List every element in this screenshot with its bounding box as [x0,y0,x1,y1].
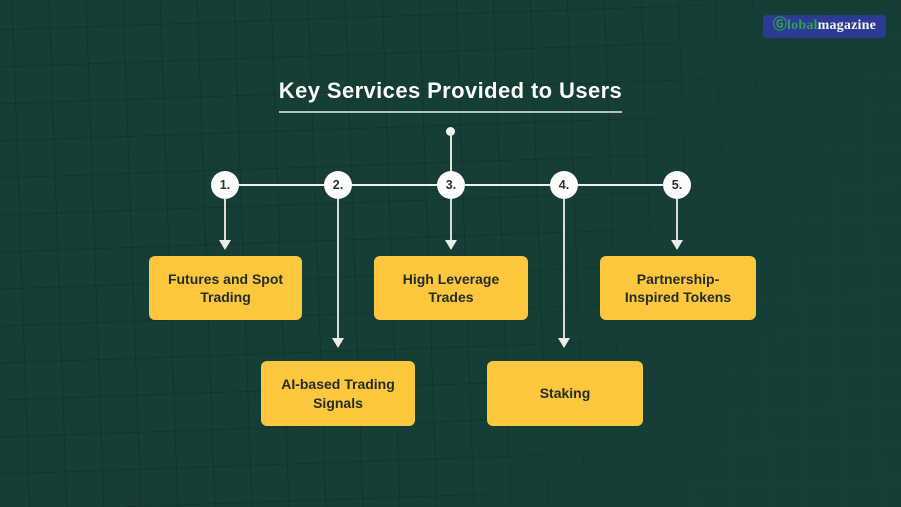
step-circle-4: 4. [550,171,578,199]
service-box-ai-trading-signals: AI-based Trading Signals [261,361,415,426]
logo-brand-white: magazine [817,18,876,33]
arrow-line-2 [337,199,339,338]
arrow-head-1 [219,240,231,250]
arrow-head-2 [332,338,344,348]
arrow-head-5 [671,240,683,250]
logo-brand-green: Ⓖlobal [772,18,818,33]
step-circle-1: 1. [211,171,239,199]
service-box-partnership-tokens: Partnership-Inspired Tokens [600,256,756,320]
arrow-head-3 [445,240,457,250]
arrow-line-5 [676,199,678,240]
service-box-staking: Staking [487,361,643,426]
global-magazine-logo: Ⓖlobalmagazine [762,15,886,38]
service-box-futures-spot-trading: Futures and Spot Trading [149,256,302,320]
service-box-high-leverage-trades: High Leverage Trades [374,256,528,320]
root-stem-line [450,133,452,185]
root-node-dot [446,127,455,136]
arrow-head-4 [558,338,570,348]
page-title: Key Services Provided to Users [278,78,623,113]
arrow-line-3 [450,199,452,240]
step-circle-3: 3. [437,171,465,199]
step-circle-5: 5. [663,171,691,199]
title-container: Key Services Provided to Users [0,78,901,113]
arrow-line-1 [224,199,226,240]
arrow-line-4 [563,199,565,338]
step-circle-2: 2. [324,171,352,199]
